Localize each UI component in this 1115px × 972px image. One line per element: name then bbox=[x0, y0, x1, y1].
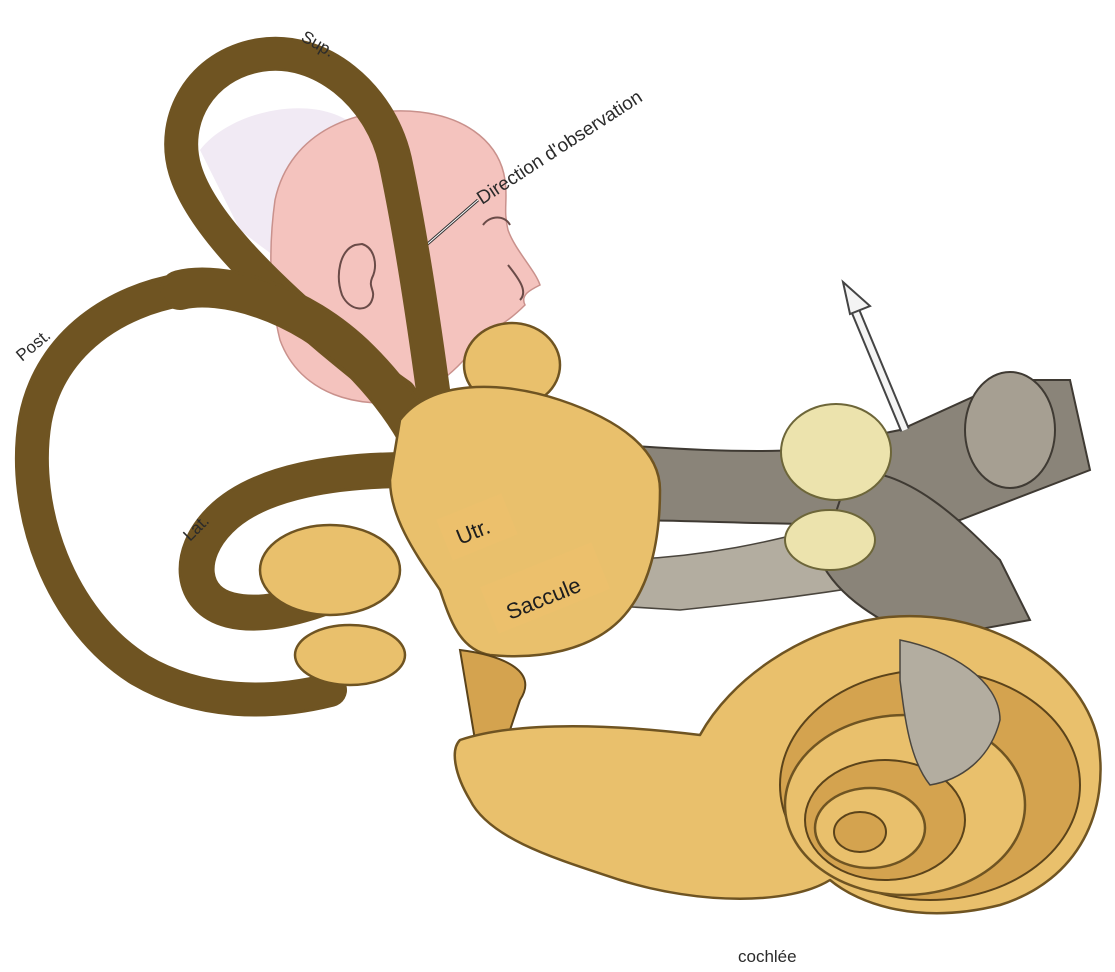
posterior-ampulla bbox=[295, 625, 405, 685]
cochlea-label: cochlée bbox=[738, 947, 797, 966]
lateral-ampulla bbox=[260, 525, 400, 615]
cochlea bbox=[455, 616, 1101, 913]
inferior-vestibular-ganglion bbox=[785, 510, 875, 570]
ear-icon bbox=[339, 244, 375, 308]
superior-vestibular-ganglion bbox=[781, 404, 891, 500]
nerve-cut-end bbox=[965, 372, 1055, 488]
observation-direction-label: Direction d'observation bbox=[473, 87, 646, 210]
